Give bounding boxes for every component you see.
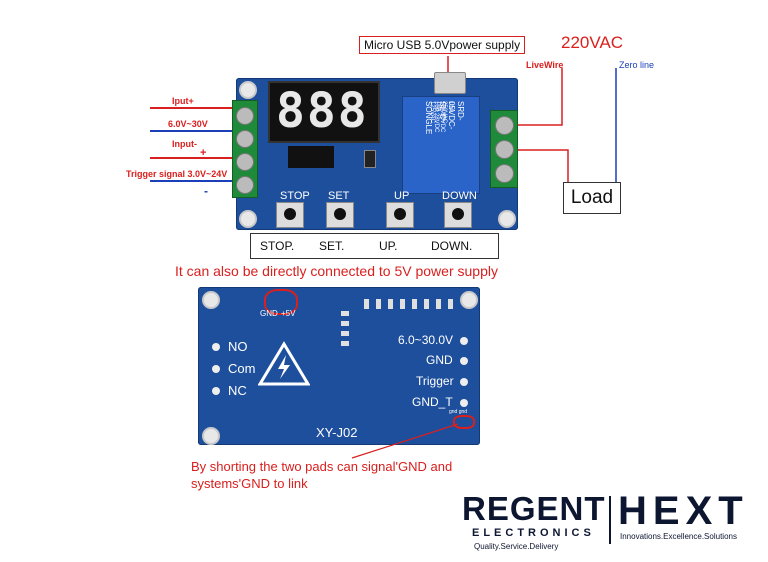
pin-header-vertical: [341, 311, 349, 351]
label-stop: STOP.: [260, 239, 295, 253]
small-component: [364, 150, 376, 168]
pad-gnd-t: [460, 399, 468, 407]
label-voltage-range: 6.0~30.0V: [398, 333, 454, 347]
input-range-label: 6.0V~30V: [168, 119, 208, 129]
screw-terminal: [236, 107, 254, 125]
mounting-hole: [460, 291, 478, 309]
middle-caption: It can also be directly connected to 5V …: [175, 263, 498, 279]
gnd-pad-label: GND: [260, 309, 278, 318]
label-trigger: Trigger: [416, 374, 454, 388]
trigger-minus-label: -: [204, 184, 208, 198]
shorting-pads-highlight: [453, 415, 475, 429]
screw-terminal: [495, 164, 514, 183]
bottom-board-pcb: GND +5V NO Com NC 6.0~30.0V GND Trigger …: [198, 287, 480, 445]
electronics-wordmark: ELECTRONICS: [472, 527, 595, 539]
label-com: Com: [228, 361, 256, 376]
label-up: UP.: [379, 239, 398, 253]
label-set: SET.: [319, 239, 345, 253]
label-gnd: GND: [426, 353, 453, 367]
silk-up: UP: [394, 190, 410, 202]
trigger-plus-label: +: [200, 147, 207, 159]
input-plus-label: Iput+: [172, 96, 194, 106]
screw-terminal: [236, 130, 254, 148]
screw-terminal: [236, 153, 254, 171]
mounting-hole: [239, 81, 257, 99]
hext-logo: HEXT Innovations.Excellence.Solutions: [616, 489, 764, 554]
silk-set: SET: [328, 190, 350, 202]
mounting-hole: [239, 210, 257, 228]
mounting-hole: [202, 427, 220, 445]
pad-no: [212, 343, 220, 351]
silk-down: DOWN: [442, 190, 477, 202]
up-button[interactable]: [386, 202, 414, 228]
regent-logo: REGENT ELECTRONICS Quality.Service.Deliv…: [462, 492, 610, 554]
input-terminal-block: [232, 100, 258, 198]
hext-tagline: Innovations.Excellence.Solutions: [620, 532, 737, 541]
output-terminal-block: [490, 110, 518, 188]
micro-usb-connector: [434, 72, 466, 94]
trigger-signal-label: Trigger signal 3.0V~24V: [126, 169, 228, 179]
pad-vin: [460, 337, 468, 345]
voltage-label: 220VAC: [561, 33, 624, 52]
pad-trigger: [460, 378, 468, 386]
display-digits: 888: [276, 83, 369, 139]
bottom-caption-line2: systems'GND to link: [191, 476, 308, 491]
power-pads-highlight: [264, 289, 298, 315]
mounting-hole: [498, 210, 516, 228]
top-board-figure: Micro USB 5.0Vpower supply 220VAC LiveWi…: [0, 0, 768, 270]
down-button[interactable]: [444, 202, 472, 228]
regent-tagline: Quality.Service.Delivery: [474, 542, 559, 551]
plus5v-pad-label: +5V: [281, 309, 296, 318]
screw-terminal: [495, 140, 514, 159]
silk-stop: STOP: [280, 190, 310, 202]
relay-module-pcb: 888 SONGLE SRD-05VDC-SL-C 10A 250VAC 10A…: [232, 72, 518, 230]
pad-nc: [212, 387, 220, 395]
mounting-hole: [202, 291, 220, 309]
label-gnd-t: GND_T: [412, 395, 453, 409]
label-nc: NC: [228, 383, 247, 398]
regent-wordmark: REGENT: [462, 490, 606, 527]
hext-wordmark: HEXT: [618, 489, 749, 533]
seven-segment-display: 888: [268, 81, 380, 143]
livewire-label: LiveWire: [526, 60, 564, 70]
pin-header: [364, 299, 454, 309]
relay: SONGLE SRD-05VDC-SL-C 10A 250VAC 10A 125…: [402, 96, 480, 194]
high-voltage-warning-icon: [258, 341, 310, 386]
microcontroller-chip: [288, 146, 334, 168]
pad-gnd: [460, 357, 468, 365]
load-box: Load: [563, 182, 621, 214]
model-label: XY-J02: [316, 425, 358, 440]
stop-button[interactable]: [276, 202, 304, 228]
bottom-caption-line1: By shorting the two pads can signal'GND …: [191, 459, 453, 474]
solder-pad-label: gnd gnd: [449, 409, 468, 415]
pad-com: [212, 365, 220, 373]
input-minus-label: Input-: [172, 139, 197, 149]
screw-terminal: [236, 176, 254, 194]
screw-terminal: [495, 116, 514, 135]
logo-divider: [609, 496, 611, 544]
set-button[interactable]: [326, 202, 354, 228]
label-no: NO: [228, 339, 248, 354]
label-down: DOWN.: [431, 239, 473, 253]
button-label-bar: STOP. SET. UP. DOWN.: [250, 233, 499, 259]
zeroline-label: Zero line: [619, 60, 655, 70]
usb-power-label: Micro USB 5.0Vpower supply: [359, 36, 526, 54]
